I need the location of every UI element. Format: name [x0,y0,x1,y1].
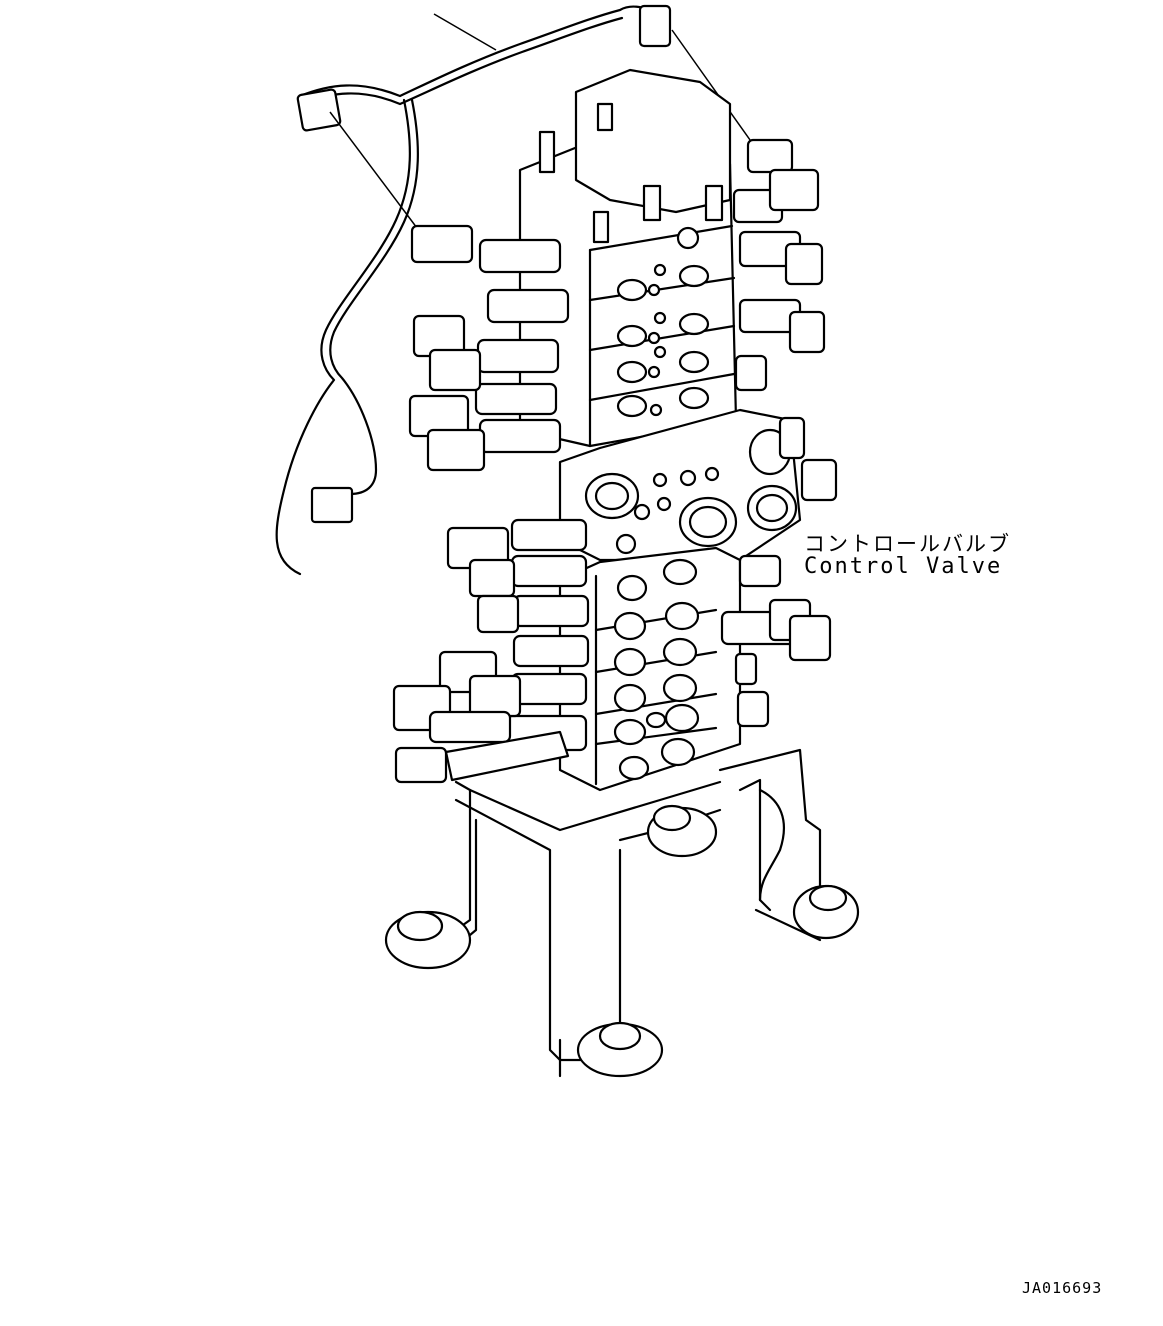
valve-body-lower [558,546,742,792]
component-label-japanese: コントロールバルブ [804,532,1011,556]
solenoid-valves [392,138,838,784]
ports-lower [613,558,700,781]
component-label-english: Control Valve [804,554,1003,579]
mount-bolts [384,804,860,1078]
figure-id: JA016693 [1022,1279,1103,1297]
leader-line [433,13,497,51]
wire-harness [275,4,761,576]
ports-upper [616,226,710,418]
valve-manifold-middle [558,408,802,562]
